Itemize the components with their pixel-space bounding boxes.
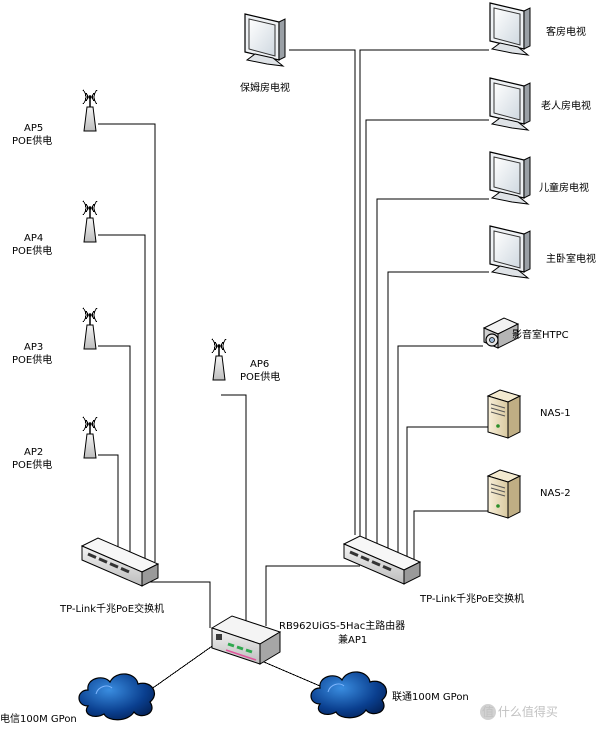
router-icon bbox=[210, 615, 282, 665]
wire-htpc bbox=[397, 345, 483, 553]
nas1-label: NAS-1 bbox=[540, 408, 571, 419]
wire-nas1 bbox=[406, 426, 488, 557]
ap5-name: AP5 bbox=[24, 123, 43, 134]
ap3-power: POE供电 bbox=[12, 353, 52, 366]
wire-tv-kids bbox=[376, 198, 489, 544]
tv-master-icon bbox=[489, 225, 531, 279]
wires bbox=[98, 49, 489, 691]
right-switch-label: TP-Link千兆PoE交换机 bbox=[419, 592, 524, 605]
wire-ap3 bbox=[98, 345, 131, 553]
tv-guest-label: 客房电视 bbox=[546, 25, 586, 38]
wire-ap5 bbox=[98, 123, 156, 562]
tv-guest-icon bbox=[489, 2, 531, 56]
left-switch-label: TP-Link千兆PoE交换机 bbox=[59, 602, 164, 615]
wan-right-cloud-icon bbox=[310, 671, 388, 719]
nas2-label: NAS-2 bbox=[540, 488, 571, 499]
left-switch-icon bbox=[80, 536, 160, 588]
nas2-server-icon bbox=[487, 469, 521, 519]
ap2-icon bbox=[82, 416, 98, 459]
wire-nas2 bbox=[413, 510, 488, 562]
ap4-icon bbox=[82, 200, 98, 243]
wan-left-label: 电信100M GPon bbox=[0, 712, 77, 725]
wire-tv-master bbox=[387, 271, 489, 549]
tv-elder-label: 老人房电视 bbox=[541, 99, 591, 112]
wire-ap6 bbox=[221, 394, 247, 624]
ap5-power: POE供电 bbox=[12, 134, 52, 147]
nas1-server-icon bbox=[487, 389, 521, 439]
wire-tv-guest bbox=[359, 49, 489, 537]
watermark-logo-icon bbox=[480, 704, 496, 720]
tv-kids-label: 儿童房电视 bbox=[539, 181, 589, 194]
tv-nanny-label: 保姆房电视 bbox=[240, 81, 290, 94]
htpc-label: 影音室HTPC bbox=[512, 328, 569, 341]
wire-ap2 bbox=[98, 454, 119, 547]
watermark: 值 什么值得买 bbox=[480, 704, 558, 720]
ap3-name: AP3 bbox=[24, 342, 43, 353]
wire-router-wan-left bbox=[149, 641, 219, 691]
wire-rightswitch-router bbox=[265, 565, 360, 626]
ap4-power: POE供电 bbox=[12, 244, 52, 257]
htpc-projector-icon bbox=[482, 317, 520, 349]
wan-right-label: 联通100M GPon bbox=[392, 691, 469, 703]
wire-tv-elder bbox=[365, 119, 489, 539]
ap6-name: AP6 bbox=[250, 359, 269, 370]
wire-tv-nanny bbox=[289, 49, 356, 535]
ap6-icon bbox=[211, 338, 227, 381]
tv-kids-icon bbox=[489, 151, 531, 205]
ap2-name: AP2 bbox=[24, 447, 43, 458]
tv-master-label: 主卧室电视 bbox=[546, 252, 596, 265]
tv-elder-icon bbox=[489, 77, 531, 131]
ap6-power: POE供电 bbox=[240, 370, 280, 383]
router-label-line2: 兼AP1 bbox=[338, 633, 367, 646]
wire-ap4 bbox=[98, 234, 146, 560]
right-switch-icon bbox=[342, 534, 422, 586]
watermark-text: 值 什么值得买 bbox=[482, 704, 558, 719]
wan-left-cloud-icon bbox=[78, 673, 156, 721]
ap2-power: POE供电 bbox=[12, 458, 52, 471]
ap4-name: AP4 bbox=[24, 233, 43, 244]
router-label-line1: RB962UiGS-5Hac主路由器 bbox=[279, 619, 405, 632]
wire-leftswitch-router bbox=[150, 581, 211, 628]
ap5-icon bbox=[82, 89, 98, 132]
tv-nanny-icon bbox=[244, 13, 286, 67]
ap3-icon bbox=[82, 307, 98, 350]
